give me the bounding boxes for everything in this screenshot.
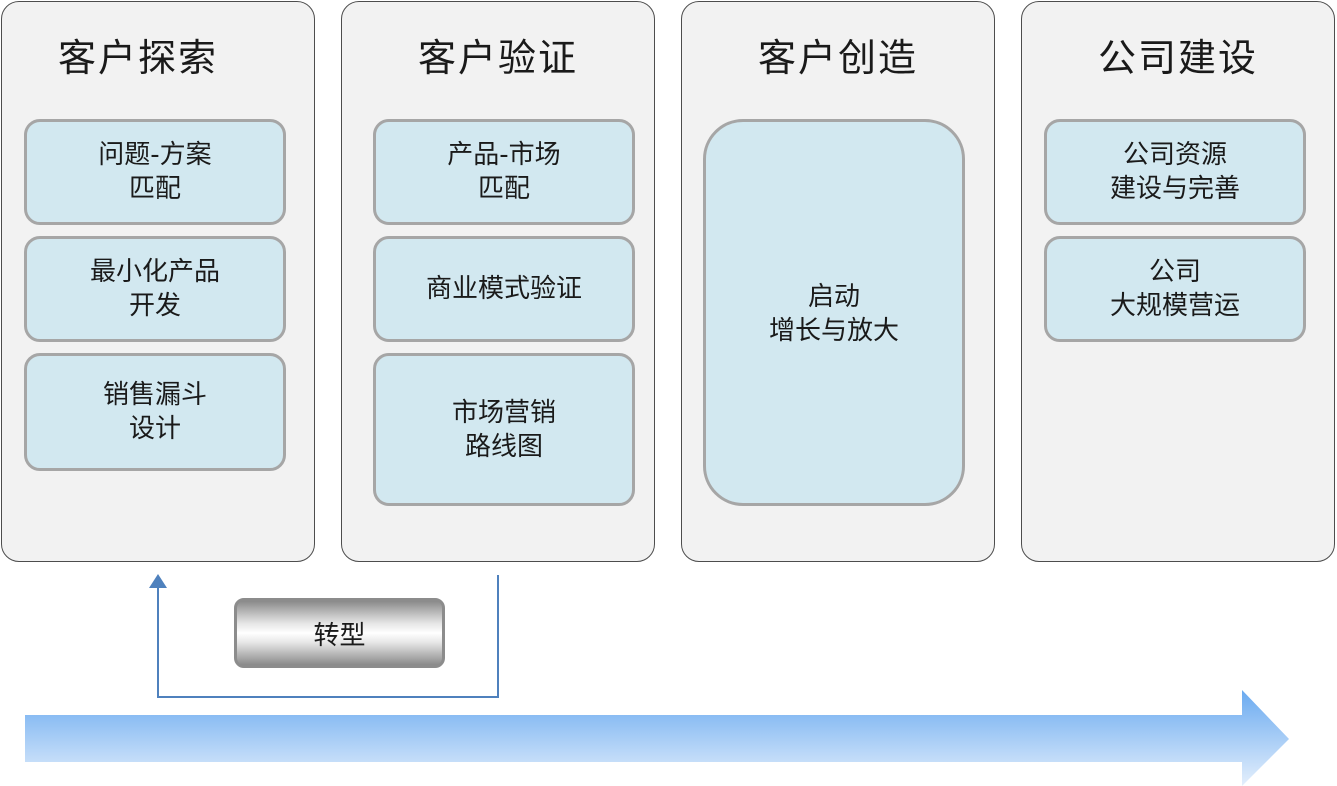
step-business-model-validation: 商业模式验证: [373, 236, 635, 342]
step-marketing-roadmap: 市场营销 路线图: [373, 353, 635, 506]
step-company-scale-operations: 公司 大规模营运: [1044, 236, 1306, 342]
stage-customer-validation: 客户验证 产品-市场 匹配 商业模式验证 市场营销 路线图: [341, 1, 655, 562]
stage-title: 客户创造: [757, 36, 918, 80]
step-company-resources: 公司资源 建设与完善: [1044, 119, 1306, 225]
step-product-market-fit: 产品-市场 匹配: [373, 119, 635, 225]
stage-title: 客户探索: [58, 36, 219, 80]
stage-title: 客户验证: [417, 36, 578, 80]
stage-company-building: 公司建设 公司资源 建设与完善 公司 大规模营运: [1021, 1, 1335, 562]
stage-customer-discovery: 客户探索 问题-方案 匹配 最小化产品 开发 销售漏斗 设计: [1, 1, 315, 562]
pivot-box: 转型: [234, 598, 445, 668]
step-mvp-development: 最小化产品 开发: [24, 236, 286, 342]
timeline-arrow: [25, 690, 1289, 786]
stage-title: 公司建设: [1097, 36, 1258, 80]
pivot-loop-line: [157, 575, 499, 698]
stage-customer-creation: 客户创造 启动 增长与放大: [681, 1, 995, 562]
step-sales-funnel-design: 销售漏斗 设计: [24, 353, 286, 471]
step-launch-growth: 启动 增长与放大: [703, 119, 965, 506]
pivot-loop-arrowhead: [149, 574, 167, 588]
step-problem-solution-fit: 问题-方案 匹配: [24, 119, 286, 225]
